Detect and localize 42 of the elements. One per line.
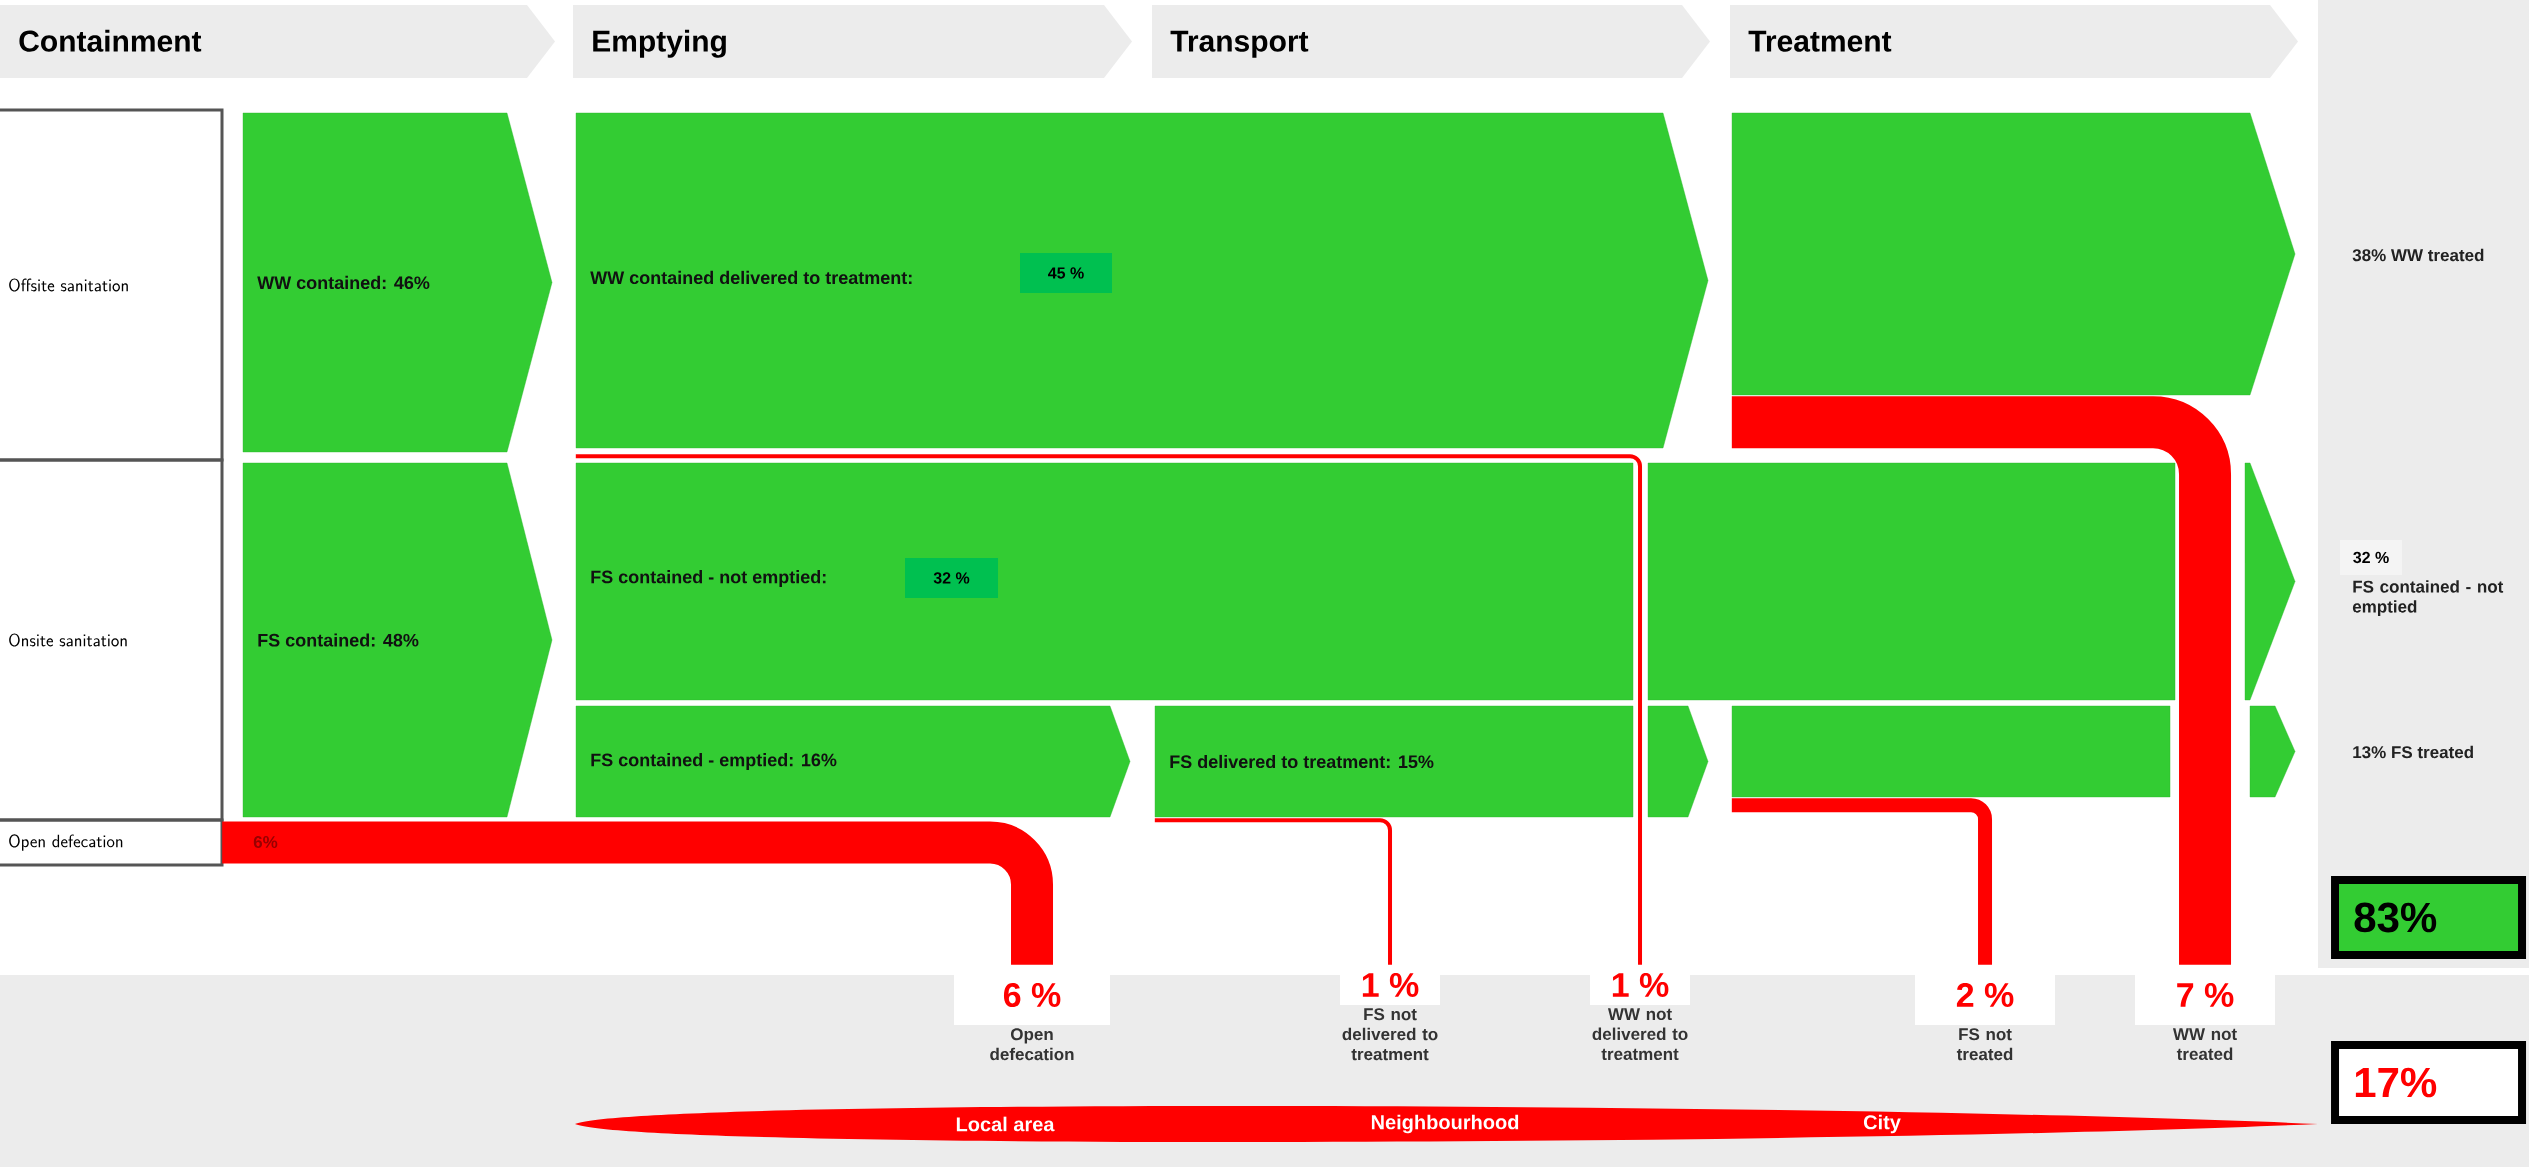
flow-band: FS delivered to treatment: 15% — [1154, 705, 1709, 818]
row-label-box: Onsite sanitation — [0, 458, 224, 822]
pipe-line — [575, 454, 1642, 965]
percent-badge: 45 % — [1020, 253, 1112, 293]
percent-badge: 32 % — [905, 558, 998, 598]
loss-label: FS not delivered to treatment — [1342, 1008, 1438, 1061]
flow-band — [1731, 112, 2296, 396]
stage-header: Containment — [0, 5, 555, 78]
loss-percent: 2 % — [1915, 965, 2056, 1025]
stage-header: Treatment — [1730, 5, 2299, 78]
loss-percent: 1 % — [1590, 965, 1690, 1005]
loss-label: Open defecation — [990, 1028, 1074, 1061]
loss-percent: 6 % — [954, 965, 1110, 1025]
row-label-box: Offsite sanitation — [0, 108, 224, 462]
flow-band: WW contained: 46% — [242, 112, 553, 453]
stage-header: Transport — [1152, 5, 1710, 78]
flow-band: FS contained: 48% — [242, 462, 553, 818]
edge-label: 6% — [253, 836, 278, 848]
node-label: 1 % — [1362, 973, 1419, 997]
result-label: 38% WW treated — [2352, 248, 2484, 262]
flow-band: FS contained - emptied: 16% — [575, 705, 1131, 818]
loss-label: WW not delivered to treatment — [1592, 1008, 1688, 1061]
pipe-line — [1154, 818, 1392, 965]
result-label: FS contained - not emptied — [2352, 580, 2504, 617]
result-label: 13% FS treated — [2353, 745, 2473, 759]
flow-band — [1731, 705, 2296, 798]
loss-percent: 7 % — [2135, 965, 2276, 1025]
stage-header: Emptying — [573, 5, 1132, 78]
pipe-line — [1731, 798, 1993, 965]
loss-percent: 1 % — [1340, 965, 1440, 1005]
node-label: 7 % — [2177, 983, 2234, 1007]
loss-label: FS not treated — [1956, 1028, 2013, 1061]
row-label-box: Open defecation — [0, 818, 224, 867]
node-label: 1 % — [1612, 973, 1669, 997]
loss-label: WW not treated — [2172, 1028, 2237, 1061]
total-box: 83% — [2331, 876, 2527, 959]
percent-badge: 32 % — [2340, 540, 2403, 575]
flow-band — [1647, 462, 2296, 701]
scale-band: Local area Neighbourhood City — [575, 1106, 2319, 1142]
total-box: 17% — [2331, 1041, 2527, 1124]
node-label: 2 % — [1956, 982, 2014, 1007]
node-label: 6 % — [1003, 982, 1061, 1008]
